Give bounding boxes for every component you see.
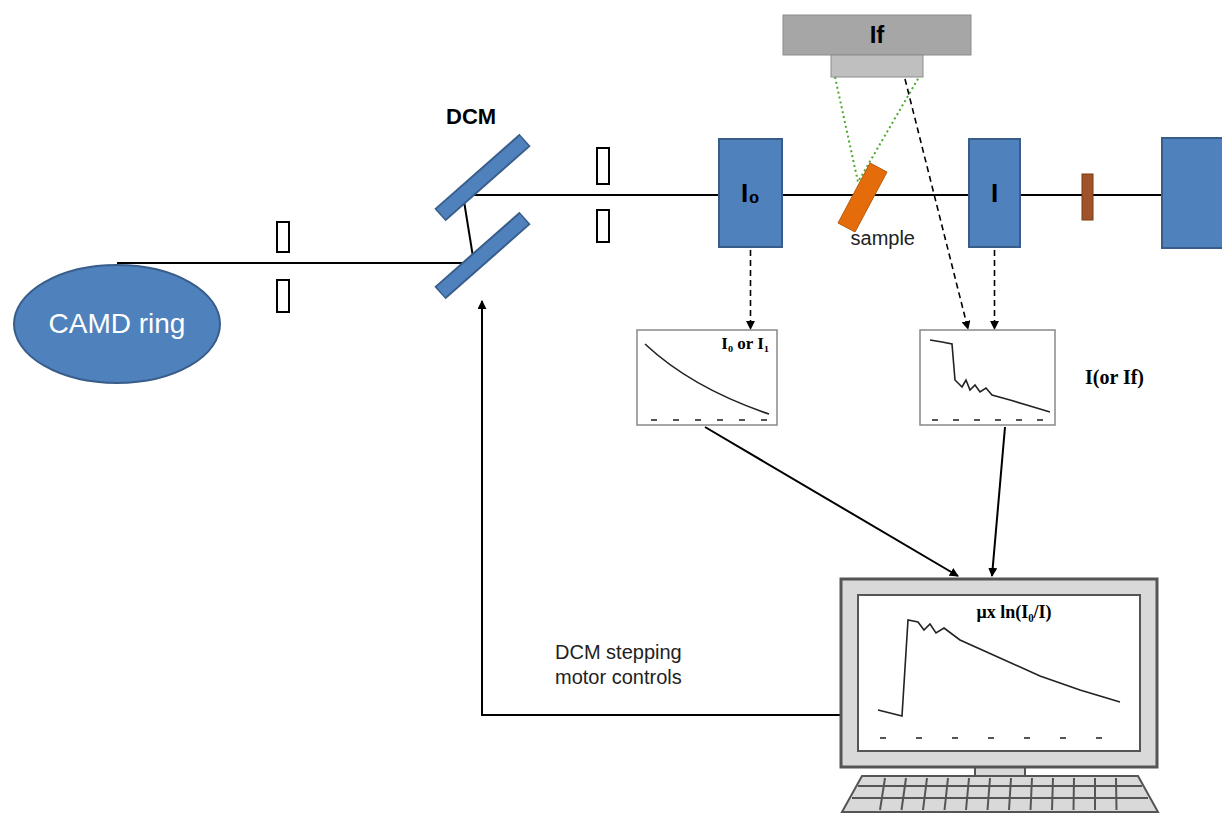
node-label: I(or If) xyxy=(1085,366,1144,389)
node-label: CAMD ring xyxy=(49,308,186,340)
intensity-plot: I(or If) xyxy=(920,330,1150,425)
node-label: I xyxy=(991,178,998,209)
storage-ring: CAMD ring xyxy=(12,263,222,385)
node-label: DCM xyxy=(446,104,496,130)
node-label: sample xyxy=(851,227,915,250)
node-label: I₀ or I₁ xyxy=(721,334,769,354)
transmission-ion-chamber: I xyxy=(968,138,1021,248)
incident-ion-chamber: I₀ xyxy=(718,138,783,248)
sample-holder: sample xyxy=(825,150,925,250)
slit xyxy=(597,210,609,242)
signal-arrow xyxy=(905,79,968,329)
beam-line xyxy=(117,262,474,264)
edge-label-box: DCM stepping motor controls xyxy=(555,640,725,690)
slit xyxy=(277,280,289,312)
beam-line xyxy=(463,194,718,196)
beam-line xyxy=(783,194,857,196)
node-label: I₀ xyxy=(741,178,760,209)
keyboard xyxy=(842,776,1158,812)
reference-foil xyxy=(1082,174,1093,220)
computer-monitor: μx ln(I₀/I) xyxy=(840,578,1158,768)
signal-arrow xyxy=(994,250,996,329)
signal-arrow xyxy=(750,250,752,329)
node-label: μx ln(I₀/I) xyxy=(976,602,1051,623)
signal-arrow xyxy=(482,301,840,715)
edge-label: DCM stepping motor controls xyxy=(555,640,725,690)
reference-chamber xyxy=(1162,138,1222,248)
monochromator: DCM xyxy=(430,100,540,300)
node-label: If xyxy=(870,21,885,49)
slit xyxy=(597,148,609,184)
intensity-plot: I₀ or I₁ xyxy=(637,330,777,425)
keyboard-keys xyxy=(852,778,1148,810)
monochromator-drawing xyxy=(430,100,540,300)
signal-arrow xyxy=(705,427,958,576)
slit xyxy=(277,222,289,252)
beam-line xyxy=(875,194,968,196)
fluorescence-detector: If xyxy=(783,15,971,77)
signal-arrow xyxy=(992,427,1005,576)
